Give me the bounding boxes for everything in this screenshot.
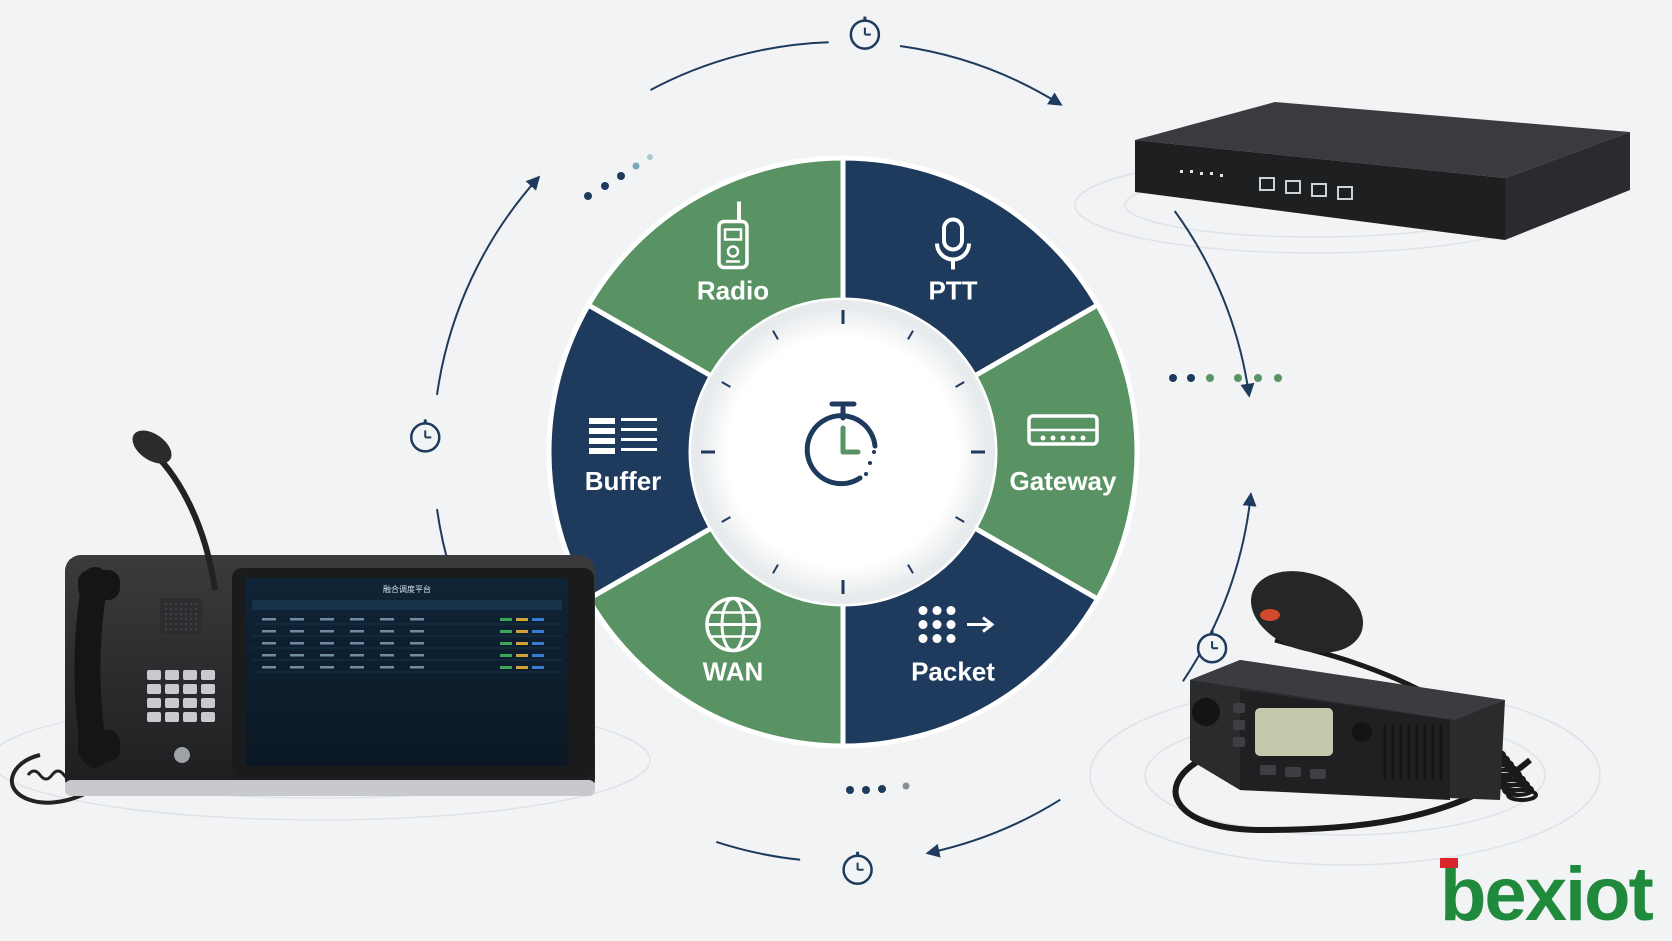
radio-icon — [717, 201, 749, 270]
segment-label: WAN — [703, 657, 764, 687]
dispatch-console: 融合调度平台 — [9, 430, 595, 805]
segment-label: Buffer — [585, 466, 662, 496]
segment-label: Radio — [697, 275, 769, 305]
dot-trail-top-left — [584, 154, 653, 200]
network-gateway-device — [1135, 102, 1630, 240]
buffer-icon — [589, 418, 657, 454]
center-dial — [691, 300, 995, 604]
mobile-radio-device — [1172, 571, 1538, 834]
small-stopwatch-icon — [842, 851, 873, 885]
dial-ticks — [701, 310, 985, 594]
cycle-orbit — [435, 41, 1257, 861]
stopwatch-icon — [804, 401, 878, 487]
orbit-stopwatches — [410, 16, 1228, 885]
segment-label: Gateway — [1010, 466, 1117, 496]
globe-icon — [705, 596, 761, 653]
segment-buffer: Buffer — [546, 301, 715, 603]
segment-label: Packet — [911, 657, 995, 687]
dot-trail-right — [1169, 374, 1282, 382]
logo-text: bexiot — [1440, 852, 1653, 937]
microphone-icon — [935, 217, 971, 270]
packet-icon — [918, 606, 995, 644]
small-stopwatch-icon — [849, 16, 881, 50]
small-stopwatch-icon — [410, 419, 441, 453]
gateway-icon — [1027, 414, 1099, 446]
segment-ptt: PTT — [840, 155, 1102, 380]
keypad — [147, 670, 215, 722]
radio-display — [1255, 708, 1333, 756]
segment-label: PTT — [928, 275, 977, 305]
small-stopwatch-icon — [1196, 630, 1228, 664]
screen-table — [252, 600, 562, 673]
bexiot-logo: bexiot — [1440, 852, 1655, 937]
screen-title: 融合调度平台 — [383, 584, 431, 594]
dot-trail-bottom — [846, 782, 910, 794]
